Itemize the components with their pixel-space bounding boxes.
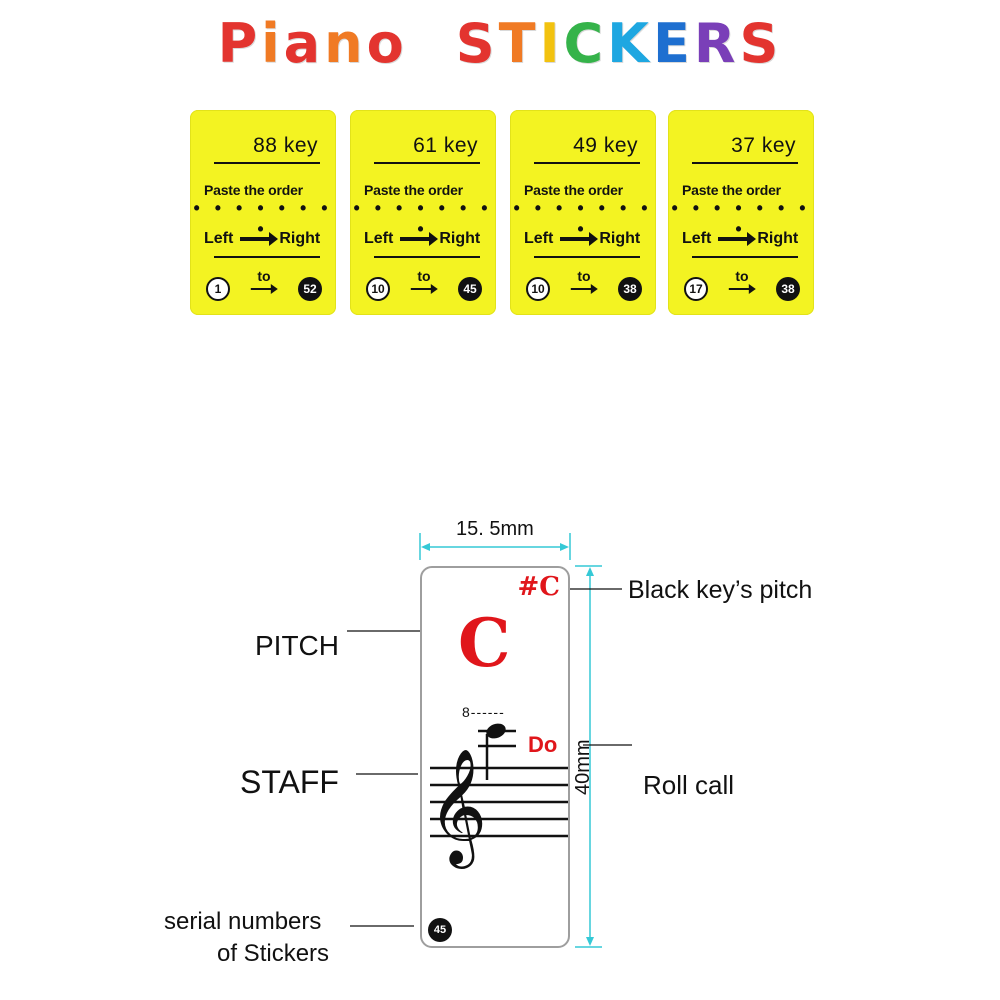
key-card: 88 key Paste the order • • • • • • • • L… <box>190 110 336 315</box>
paste-order-text: Paste the order <box>682 182 781 198</box>
staff-graphic: 𝄞 <box>428 723 568 869</box>
title-stickers-letter: R <box>693 12 740 75</box>
arrow-right-icon <box>570 284 598 294</box>
width-label: 15. 5mm <box>456 518 534 540</box>
title-stickers-letter: K <box>607 12 654 75</box>
arrow-right-icon <box>240 232 279 246</box>
divider <box>214 256 320 258</box>
left-text: Left <box>682 230 712 247</box>
start-number: 10 <box>526 277 550 301</box>
black-key-pitch-text: #C <box>517 572 560 602</box>
title-piano-letter: P <box>217 12 262 75</box>
roll-call-label: Roll call <box>643 770 735 800</box>
title-piano-letter: n <box>324 12 367 75</box>
key-card: 37 key Paste the order • • • • • • • • L… <box>668 110 814 315</box>
serial-number-badge: 45 <box>428 918 452 942</box>
direction: Left Right <box>204 230 320 248</box>
end-number: 38 <box>776 277 800 301</box>
title-stickers-letter: S <box>739 12 783 75</box>
left-text: Left <box>364 230 394 247</box>
start-number: 1 <box>206 277 230 301</box>
key-count: 37 key <box>731 134 796 157</box>
svg-text:𝄞: 𝄞 <box>428 747 487 869</box>
right-text: Right <box>757 230 799 247</box>
title-stickers-letter: I <box>539 12 564 75</box>
end-number: 38 <box>618 277 642 301</box>
serial-numbers-label-line1: serial numbers <box>164 908 322 935</box>
divider <box>374 256 480 258</box>
sequence: 17 to 38 <box>684 268 800 302</box>
pitch-letter: C <box>458 604 511 682</box>
black-key-pitch-label: Black key’s pitch <box>628 576 813 604</box>
arrow-right-icon <box>728 284 756 294</box>
sequence: 1 to 52 <box>206 268 322 302</box>
direction: Left Right <box>682 230 798 248</box>
dots: • • • • • • • • <box>671 198 811 239</box>
paste-order-text: Paste the order <box>364 182 463 198</box>
right-text: Right <box>279 230 321 247</box>
direction: Left Right <box>364 230 480 248</box>
sequence: 10 to 45 <box>366 268 482 302</box>
to-text: to <box>257 268 271 284</box>
sequence: 10 to 38 <box>526 268 642 302</box>
title-stickers-letter: S <box>455 12 499 75</box>
roll-call-text: Do <box>528 732 558 757</box>
start-number: 17 <box>684 277 708 301</box>
left-text: Left <box>524 230 554 247</box>
arrow-right-icon <box>718 232 757 246</box>
direction: Left Right <box>524 230 640 248</box>
sticker-example: #C C 8------ Do 𝄞 45 <box>420 566 570 948</box>
paste-order-text: Paste the order <box>204 182 303 198</box>
divider <box>692 256 798 258</box>
end-number: 52 <box>298 277 322 301</box>
divider <box>534 162 640 164</box>
to-text: to <box>735 268 749 284</box>
end-number: 45 <box>458 277 482 301</box>
divider <box>692 162 798 164</box>
right-text: Right <box>439 230 481 247</box>
pitch-label: PITCH <box>255 630 339 661</box>
title-word-stickers: STICKERS <box>456 12 783 75</box>
serial-numbers-label-line2: of Stickers <box>217 940 330 967</box>
key-count: 61 key <box>413 134 478 157</box>
right-text: Right <box>599 230 641 247</box>
arrow-right-icon <box>560 232 599 246</box>
dots: • • • • • • • • <box>193 198 333 239</box>
key-card: 49 key Paste the order • • • • • • • • L… <box>510 110 656 315</box>
paste-order-text: Paste the order <box>524 182 623 198</box>
title-word-piano: Piano <box>218 12 408 75</box>
to-text: to <box>417 268 431 284</box>
start-number: 10 <box>366 277 390 301</box>
title-stickers-letter: C <box>563 12 608 75</box>
divider <box>374 162 480 164</box>
key-card: 61 key Paste the order • • • • • • • • L… <box>350 110 496 315</box>
staff-label: STAFF <box>240 764 339 800</box>
title-piano-letter: i <box>261 12 284 75</box>
divider <box>214 162 320 164</box>
arrow-right-icon <box>400 232 439 246</box>
title-piano-letter: a <box>283 12 325 75</box>
title-stickers-letter: E <box>653 12 694 75</box>
title-piano-letter: o <box>366 12 408 75</box>
dots: • • • • • • • • <box>353 198 493 239</box>
left-text: Left <box>204 230 234 247</box>
key-count: 88 key <box>253 134 318 157</box>
arrow-right-icon <box>410 284 438 294</box>
to-text: to <box>577 268 591 284</box>
dots: • • • • • • • • <box>513 198 653 239</box>
divider <box>534 256 640 258</box>
key-count: 49 key <box>573 134 638 157</box>
arrow-right-icon <box>250 284 278 294</box>
height-label: 40mm <box>572 739 594 795</box>
title-stickers-letter: T <box>498 12 540 75</box>
octave-mark: 8------ <box>462 704 505 720</box>
